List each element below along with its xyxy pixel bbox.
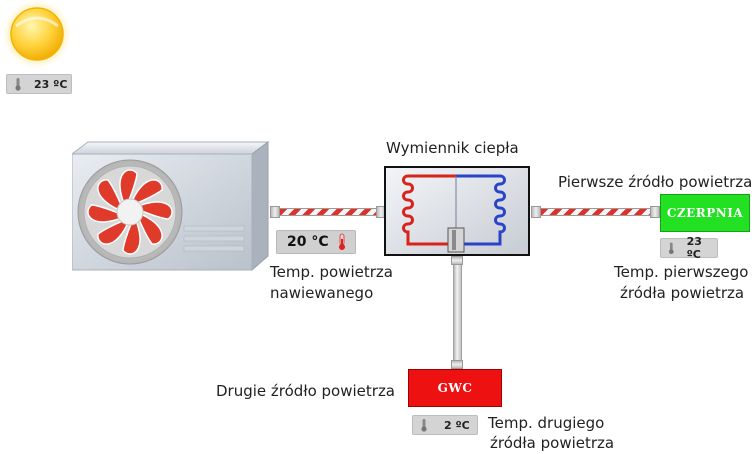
- second-source-temp-label-1: Temp. drugiego: [488, 414, 605, 432]
- supply-air-pipe: [280, 208, 376, 216]
- czerpnia-label: CZERPNIA: [666, 206, 744, 220]
- outdoor-temp-chip: 23 ºC: [6, 74, 72, 94]
- supply-air-temp-value: 20 °C: [287, 234, 329, 250]
- outdoor-temp-value: 23 ºC: [34, 77, 68, 91]
- pipe-connector: [270, 206, 280, 218]
- second-source-temp-value: 2 ºC: [444, 418, 470, 432]
- pipe-connector: [531, 206, 541, 218]
- first-source-temp-label-1: Temp. pierwszego: [614, 263, 749, 281]
- first-source-title: Pierwsze źródło powietrza: [558, 173, 753, 191]
- gwc-box[interactable]: GWC: [408, 369, 502, 407]
- first-source-pipe: [541, 208, 651, 216]
- supply-air-label-1: Temp. powietrza: [270, 263, 393, 281]
- first-source-temp-chip: 23 ºC: [660, 235, 718, 261]
- second-source-pipe: [453, 265, 462, 360]
- pipe-connector: [451, 360, 463, 369]
- pipe-connector: [451, 256, 463, 265]
- second-source-temp-chip: 2 ºC: [412, 415, 478, 435]
- thermometer-icon: [668, 242, 674, 255]
- thermometer-icon: [421, 419, 427, 432]
- thermometer-icon: [15, 78, 21, 91]
- supply-air-label-2: nawiewanego: [270, 284, 374, 302]
- thermometer-icon: [338, 233, 345, 250]
- supply-air-temp-chip: 20 °C: [276, 230, 356, 254]
- czerpnia-box[interactable]: CZERPNIA: [660, 194, 750, 232]
- air-handling-unit: [70, 140, 272, 272]
- sun-icon: [2, 0, 72, 68]
- heat-exchanger-title: Wymiennik ciepła: [386, 139, 519, 157]
- heat-exchanger: [384, 166, 530, 256]
- first-source-temp-value: 23 ºC: [686, 235, 702, 261]
- second-source-title: Drugie źródło powietrza: [216, 382, 396, 400]
- pipe-connector: [650, 206, 660, 218]
- second-source-temp-label-2: źródła powietrza: [490, 434, 615, 452]
- gwc-label: GWC: [437, 381, 473, 395]
- first-source-temp-label-2: źródła powietrza: [620, 284, 745, 302]
